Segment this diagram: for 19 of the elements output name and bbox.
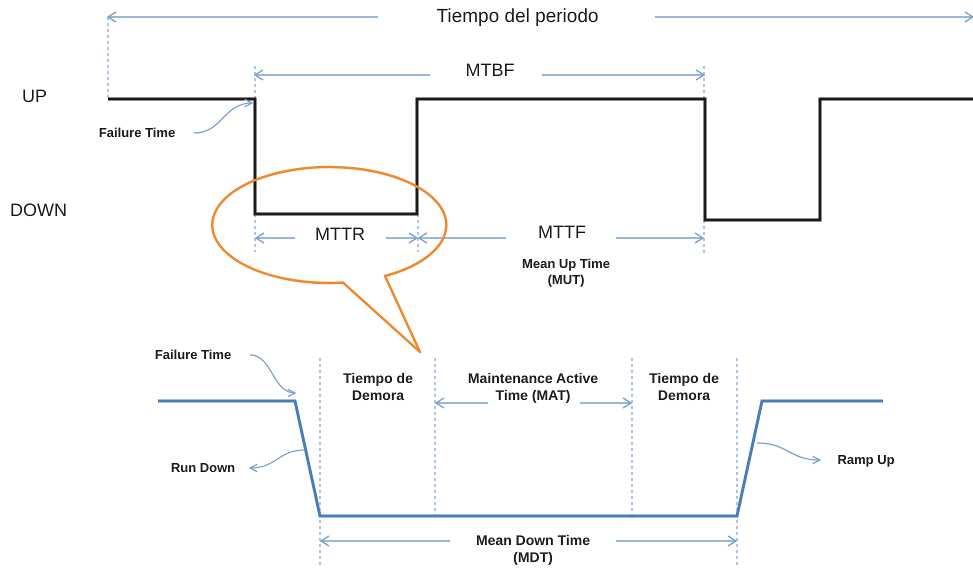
callout-label: Ramp Up xyxy=(824,451,908,469)
period-label: Tiempo del periodo xyxy=(436,6,600,29)
state-label: DOWN xyxy=(10,200,68,222)
leader-line xyxy=(249,449,306,472)
leader-line xyxy=(194,99,253,134)
callout-label: Failure Time xyxy=(140,346,246,364)
state-label: UP xyxy=(22,86,48,108)
callout-label: Failure Time xyxy=(84,124,190,142)
leader-line xyxy=(756,442,821,464)
dimension-label: MTTR xyxy=(314,224,366,246)
dimension-label: Mean Up Time (MUT) xyxy=(521,256,611,288)
dimension-label: MTBF xyxy=(464,60,516,82)
dimension-label: Mean Down Time (MDT) xyxy=(474,532,592,566)
phase-label: Maintenance Active Time (MAT) xyxy=(466,370,600,404)
leader-line xyxy=(250,354,296,396)
phase-label: Tiempo de Demora xyxy=(342,370,414,404)
dimension-label: MTTF xyxy=(537,222,587,244)
phase-label: Tiempo de Demora xyxy=(648,370,720,404)
callout-label: Run Down xyxy=(160,459,246,477)
